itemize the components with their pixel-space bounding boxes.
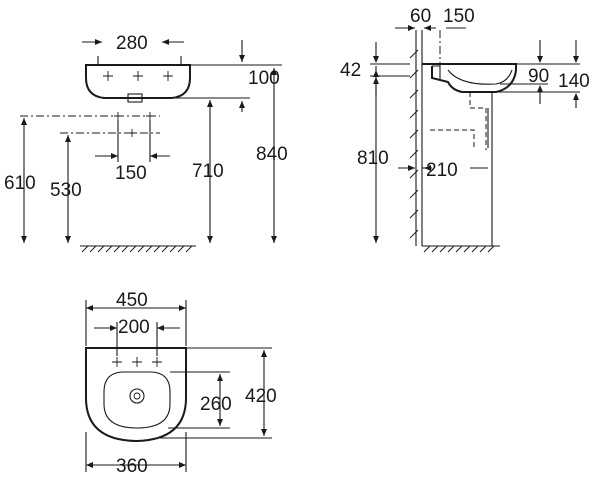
dim-150-side: 150 [443,6,475,27]
side-floor-hatch [422,245,500,253]
top-tap-marks [112,357,162,367]
top-view: 450 200 360 260 420 [85,290,277,477]
dim-610: 610 [4,173,36,194]
dim-530: 530 [50,180,82,201]
top-basin-outline [85,347,187,443]
front-floor-hatch [80,245,196,253]
wall-tap-marks [114,112,154,137]
dim-200: 200 [118,317,150,338]
dim-840: 840 [256,144,288,165]
side-basin-outline [422,63,517,93]
dim-42: 42 [340,60,361,81]
dim-450: 450 [116,290,148,311]
top-drain [129,388,145,404]
dim-150-front: 150 [115,163,147,184]
dim-810: 810 [357,148,389,169]
dim-360: 360 [116,456,148,477]
dim-710: 710 [192,161,224,182]
front-basin-outline [85,64,191,99]
dim-260: 260 [200,394,232,415]
dim-140: 140 [558,71,590,92]
dim-60: 60 [410,6,431,27]
dim-90: 90 [528,66,549,87]
dim-210: 210 [426,160,458,181]
wall-hatch [409,49,419,239]
tap-hole-marks [103,71,173,81]
front-view: 280 100 840 710 150 610 [4,33,288,253]
side-view: 60 150 42 90 140 810 210 [340,6,590,253]
top-bowl [103,371,171,429]
dim-280: 280 [116,33,148,54]
front-drain [127,93,143,103]
dim-420: 420 [245,386,277,407]
